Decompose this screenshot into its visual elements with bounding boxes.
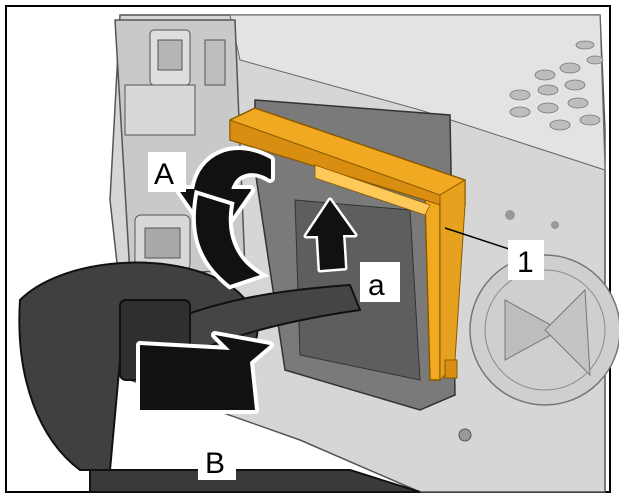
callout-A: A <box>148 152 186 192</box>
callout-1-label: 1 <box>517 246 534 279</box>
locking-bracket <box>229 107 466 382</box>
up-arrow-icon <box>303 197 358 273</box>
leader-line-1 <box>444 227 513 251</box>
callout-A-label: A <box>154 158 174 191</box>
callout-a: a <box>360 262 400 302</box>
callout-B: B <box>198 440 236 480</box>
callout-a-label: a <box>368 269 385 302</box>
vent-holes <box>509 40 604 131</box>
callout-B-label: B <box>205 447 225 480</box>
callout-1: 1 <box>508 240 544 280</box>
straight-arrow-icon <box>136 331 274 414</box>
